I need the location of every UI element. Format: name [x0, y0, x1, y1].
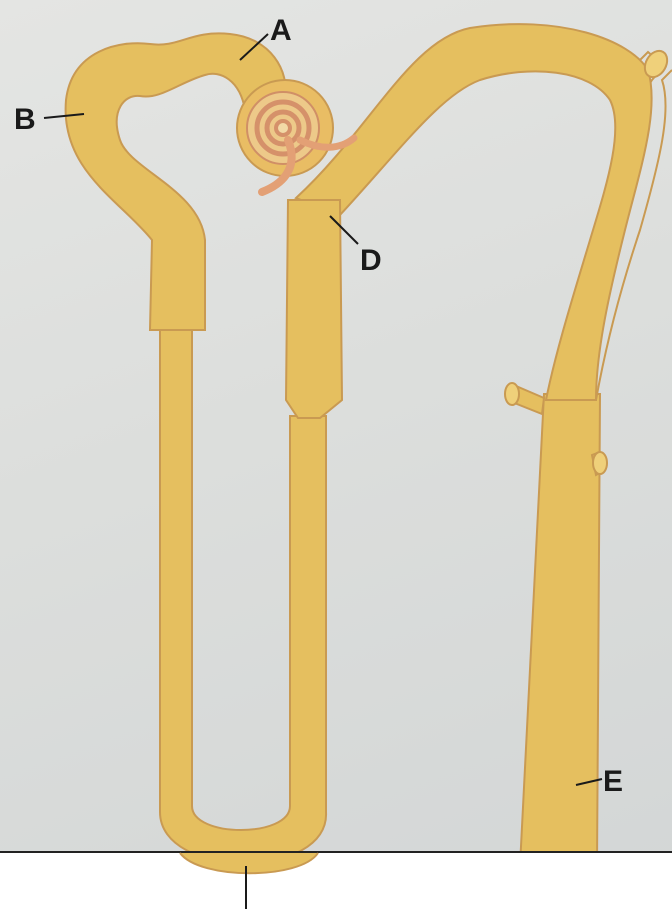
label-D: D	[360, 244, 382, 277]
label-E: E	[603, 765, 623, 798]
distal-tubule	[296, 24, 672, 400]
collecting-duct	[505, 383, 607, 866]
page-bottom-band	[0, 851, 672, 911]
label-A: A	[270, 14, 292, 47]
label-B: B	[14, 103, 36, 136]
proximal-tubule	[66, 33, 286, 330]
